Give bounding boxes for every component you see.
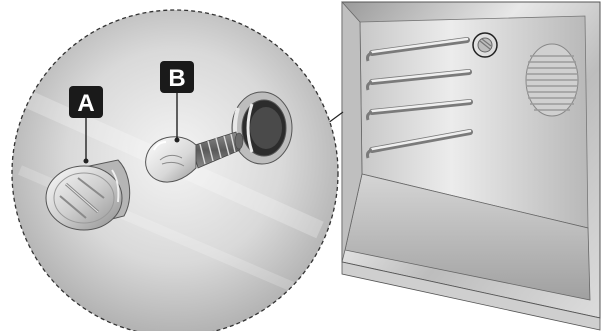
lamp-socket [232, 92, 292, 164]
zoom-detail: A B [12, 10, 338, 331]
callout-b-label: B [168, 65, 185, 92]
callout-a-label: A [77, 90, 94, 117]
oven-cavity [342, 2, 600, 330]
fan-grille [526, 44, 578, 116]
